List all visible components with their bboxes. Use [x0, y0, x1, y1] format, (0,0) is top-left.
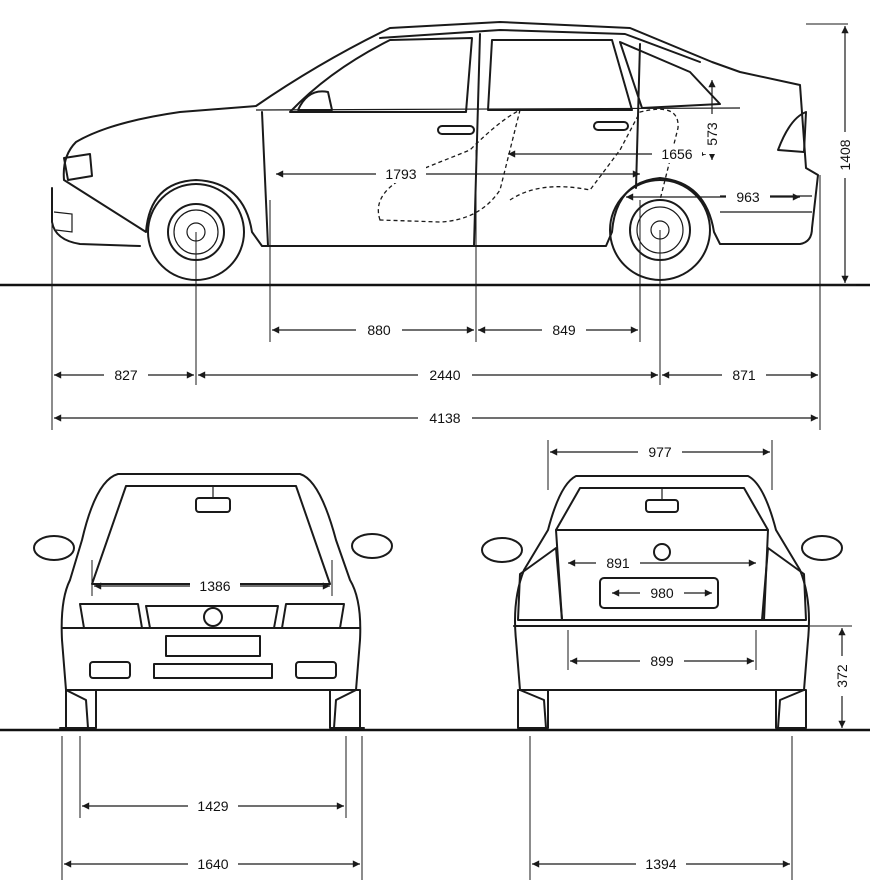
- dim-front-track: 1429: [197, 798, 228, 814]
- dim-loading-height: 372: [834, 664, 850, 688]
- front-seat-ghost: [377, 108, 521, 223]
- side-view: 880 849 827 2440 871 4138 1793 1656 963: [0, 21, 870, 430]
- side-mirror: [297, 90, 333, 111]
- front-side-window: [289, 37, 473, 113]
- grille: [145, 605, 279, 629]
- b-pillar: [473, 33, 481, 247]
- right-fog-light: [295, 661, 337, 679]
- left-headlight: [79, 603, 143, 629]
- right-tail-light: [761, 547, 807, 621]
- dim-plate-width: 980: [650, 585, 674, 601]
- front-left-tire: [65, 689, 97, 729]
- dim-overall-height: 1408: [837, 139, 853, 170]
- rear-right-tire: [775, 689, 807, 729]
- front-fog: [53, 211, 73, 233]
- dim-interior-length: 1793: [385, 166, 416, 182]
- front-plate: [165, 635, 261, 657]
- dim-tailgate-width: 891: [606, 555, 630, 571]
- dim-rear-door: 849: [552, 322, 576, 338]
- rear-wiper-block: [645, 499, 679, 513]
- front-rearview-mirror: [195, 497, 231, 513]
- dim-wheelbase: 2440: [429, 367, 460, 383]
- dim-overall-length: 4138: [429, 410, 460, 426]
- rear-side-window: [487, 39, 633, 111]
- front-right-mirror: [351, 533, 393, 559]
- rear-seat-ghost: [509, 108, 679, 201]
- rear-badge: [653, 543, 671, 561]
- dim-front-door: 880: [367, 322, 391, 338]
- dim-rear-height: 573: [704, 122, 720, 146]
- dim-front-interior-width: 1386: [199, 578, 230, 594]
- front-view: 1386 1429 1640: [0, 473, 870, 880]
- side-headlight: [63, 153, 93, 181]
- quarter-window: [619, 41, 721, 109]
- dim-overall-width: 1640: [197, 856, 228, 872]
- rear-right-mirror: [801, 535, 843, 561]
- dim-bumper-width: 899: [650, 653, 674, 669]
- dim-rear-window-width: 977: [648, 444, 672, 460]
- front-door-handle: [437, 125, 475, 135]
- rear-left-tire: [517, 689, 549, 729]
- dim-rear-overhang: 871: [732, 367, 756, 383]
- rear-view: 977 891 980 899 372 1394: [481, 440, 852, 880]
- lower-intake: [153, 663, 273, 679]
- dim-rear-interior: 1656: [661, 146, 692, 162]
- dim-front-overhang: 827: [114, 367, 138, 383]
- side-tail-light: [777, 111, 807, 153]
- front-door-edge: [261, 111, 269, 247]
- roof-line: [379, 29, 701, 63]
- front-left-mirror: [33, 535, 75, 561]
- left-tail-light: [517, 547, 563, 621]
- front-body-outline: [59, 473, 365, 729]
- windshield: [91, 485, 331, 585]
- rear-door-handle: [593, 121, 629, 131]
- front-right-tire: [329, 689, 361, 729]
- rear-plate: [599, 577, 719, 609]
- dim-trunk-depth: 963: [736, 189, 760, 205]
- right-headlight: [281, 603, 345, 629]
- rear-left-mirror: [481, 537, 523, 563]
- dim-rear-track: 1394: [645, 856, 676, 872]
- left-fog-light: [89, 661, 131, 679]
- front-badge: [203, 607, 223, 627]
